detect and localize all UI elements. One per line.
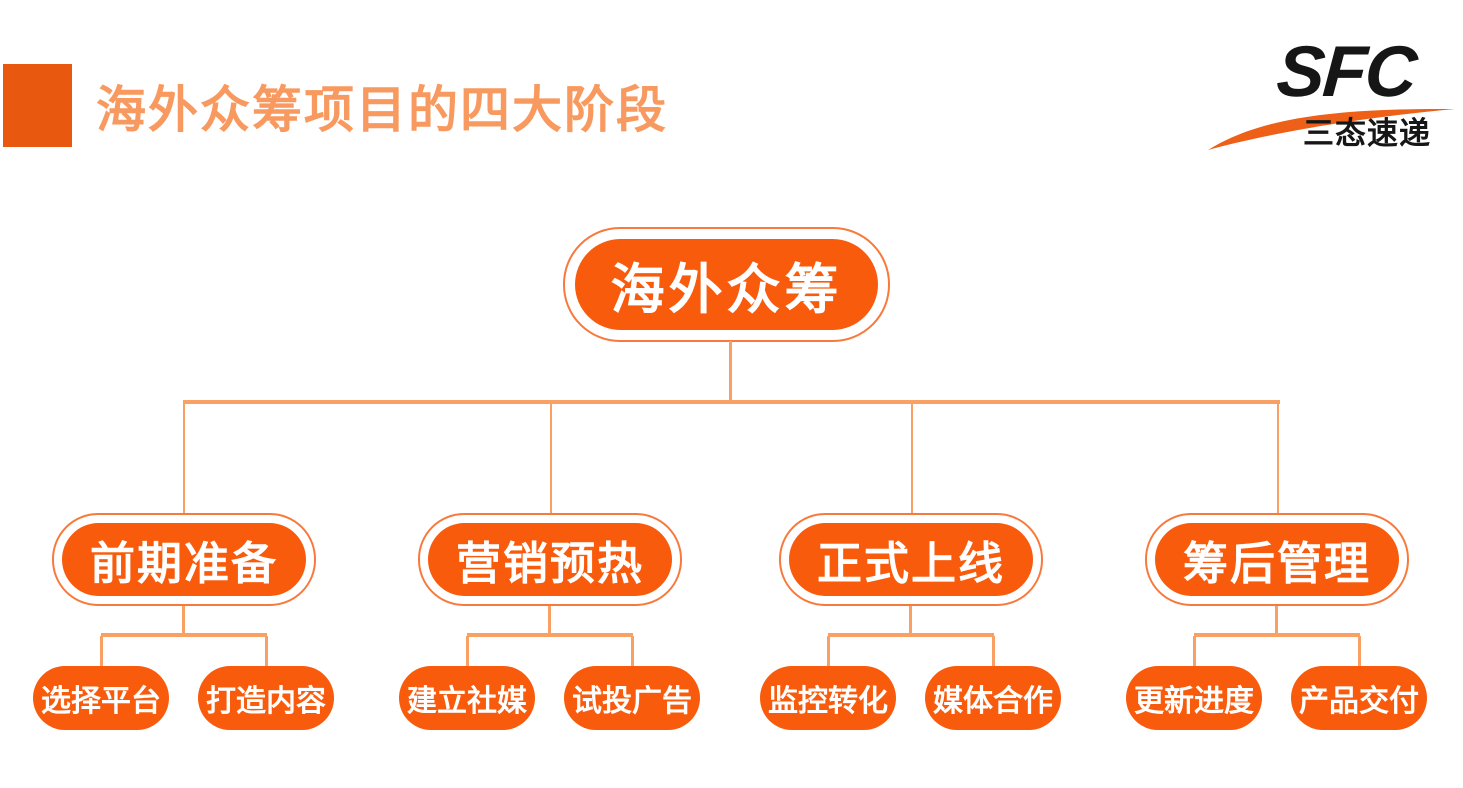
title-accent-square <box>3 64 72 147</box>
connector-sub-bar <box>101 633 267 637</box>
connector-drop-1 <box>183 403 185 514</box>
task-node: 产品交付 <box>1291 666 1427 730</box>
connector-stub <box>182 606 185 634</box>
logo-swoosh-icon <box>1208 108 1455 150</box>
company-logo: SFC 三态速递 <box>1200 30 1463 165</box>
task-node: 试投广告 <box>564 666 700 730</box>
connector-stub <box>827 636 830 667</box>
task-node: 建立社媒 <box>399 666 535 730</box>
stage-node-label: 筹后管理 <box>1155 523 1399 596</box>
stage-node: 正式上线 <box>779 513 1043 606</box>
task-node: 选择平台 <box>33 666 169 730</box>
branch-group-3: 正式上线 监控转化 媒体合作 <box>746 513 1076 730</box>
stage-node: 前期准备 <box>52 513 316 606</box>
connector-stub <box>100 636 103 667</box>
branch-group-4: 筹后管理 更新进度 产品交付 <box>1112 513 1442 730</box>
connector-sub-bar <box>467 633 633 637</box>
connector-main-bar <box>183 400 1280 404</box>
connector-drop-2 <box>550 403 552 514</box>
connector-stub <box>548 606 551 634</box>
branch-group-2: 营销预热 建立社媒 试投广告 <box>385 513 715 730</box>
task-node: 打造内容 <box>198 666 334 730</box>
root-node-label: 海外众筹 <box>575 239 878 330</box>
connector-stub <box>992 636 995 667</box>
connector-drop-4 <box>1277 403 1279 514</box>
connector-root-stub <box>729 341 732 401</box>
connector-stub <box>1275 606 1278 634</box>
connector-stub <box>909 606 912 634</box>
page-title: 海外众筹项目的四大阶段 <box>96 82 668 138</box>
stage-node-label: 营销预热 <box>428 523 672 596</box>
stage-node: 营销预热 <box>418 513 682 606</box>
stage-node-label: 正式上线 <box>789 523 1033 596</box>
task-node: 更新进度 <box>1126 666 1262 730</box>
task-node: 媒体合作 <box>925 666 1061 730</box>
connector-sub-bar <box>828 633 994 637</box>
stage-node-label: 前期准备 <box>62 523 306 596</box>
connector-stub <box>631 636 634 667</box>
connector-sub-bar <box>1194 633 1360 637</box>
connector-stub <box>1193 636 1196 667</box>
logo-company-name: 三态速递 <box>1303 116 1431 151</box>
logo-sfc-text: SFC <box>1274 32 1418 112</box>
task-node: 监控转化 <box>760 666 896 730</box>
stage-node: 筹后管理 <box>1145 513 1409 606</box>
root-node: 海外众筹 <box>563 227 890 342</box>
connector-drop-3 <box>911 403 913 514</box>
connector-stub <box>1358 636 1361 667</box>
connector-stub <box>265 636 268 667</box>
branch-group-1: 前期准备 选择平台 打造内容 <box>19 513 349 730</box>
connector-stub <box>466 636 469 667</box>
